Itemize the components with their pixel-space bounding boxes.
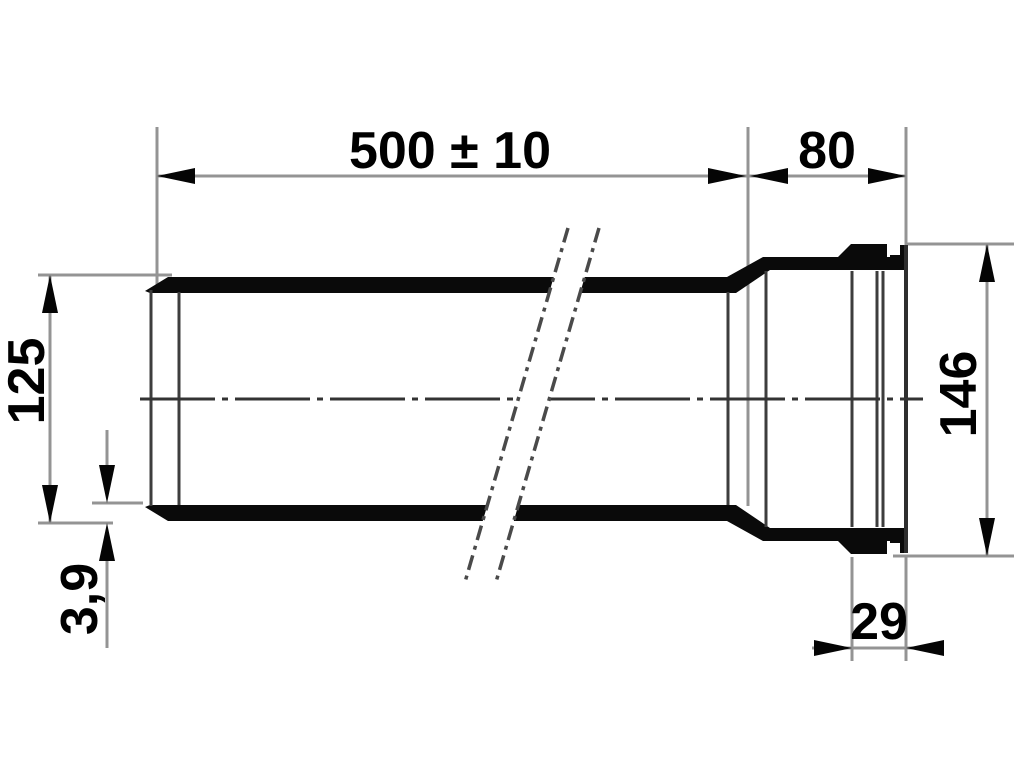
socket-rib-bottom [838, 528, 887, 554]
arrowhead-socket-length-left [750, 168, 788, 184]
arrowhead-pipe-length-right [708, 168, 746, 184]
pipe-bottom-wall [145, 505, 906, 541]
groove-width-label: 29 [850, 593, 908, 651]
arrowhead-pipe-od-top [42, 275, 58, 313]
wall-thickness-label: 3,9 [51, 563, 109, 635]
dimension-labels: 500 ± 10 80 125 146 3,9 29 [0, 122, 988, 651]
arrowhead-pipe-length-left [157, 168, 195, 184]
socket-length-label: 80 [798, 122, 856, 180]
pipe-outline [140, 244, 923, 554]
arrowhead-wall-bottom [99, 523, 115, 561]
socket-rib-top [838, 244, 887, 270]
arrowhead-groove-right [906, 640, 944, 656]
arrowhead-wall-top [99, 465, 115, 503]
arrowhead-socket-length-right [868, 168, 906, 184]
arrowhead-socket-od-bottom [979, 518, 995, 556]
arrowhead-pipe-od-bottom [42, 485, 58, 523]
arrowhead-groove-left [814, 640, 852, 656]
dimension-lines [38, 127, 1014, 661]
pipe-length-label: 500 ± 10 [349, 122, 551, 180]
socket-end-lip-bottom [890, 528, 906, 553]
break-symbol [463, 227, 601, 583]
arrowhead-socket-od-top [979, 244, 995, 282]
socket-end-lip-top [890, 245, 906, 270]
socket-od-label: 146 [930, 351, 988, 438]
pipe-top-wall [145, 257, 906, 293]
pipe-od-label: 125 [0, 338, 56, 425]
dimension-arrowheads [42, 168, 995, 656]
break-gap [465, 228, 599, 582]
